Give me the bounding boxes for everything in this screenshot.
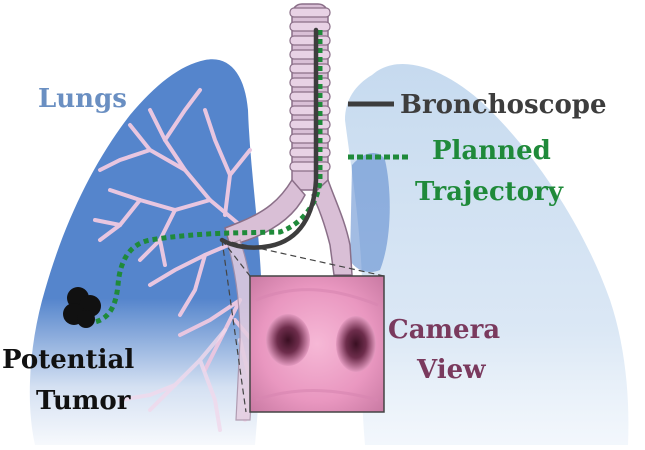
planned-label-line1: Planned [432, 136, 551, 166]
camera-label-line2: View [417, 355, 486, 385]
tumor-label-line1: Potential [2, 345, 134, 375]
tumor-label-line2: Tumor [36, 386, 130, 416]
bronchoscope-label: Bronchoscope [400, 90, 607, 120]
camera-label-line1: Camera [388, 315, 500, 345]
camera-view-image [250, 276, 384, 412]
planned-label-line2: Trajectory [415, 177, 563, 207]
right-lung-shade [350, 153, 390, 272]
right-lung [345, 64, 628, 445]
lungs-label: Lungs [38, 84, 127, 114]
